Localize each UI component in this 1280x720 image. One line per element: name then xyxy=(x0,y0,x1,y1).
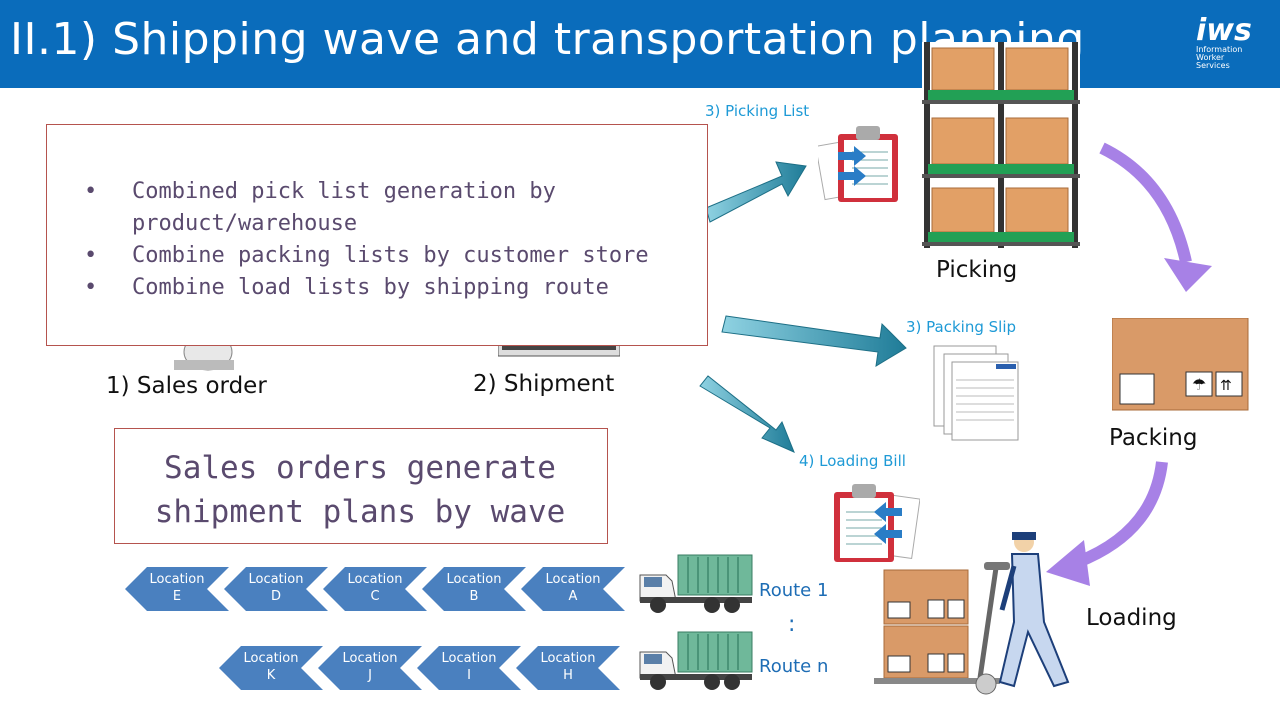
packing-box-icon: ☂ ⇈ xyxy=(1112,318,1249,411)
shipment-label: 2) Shipment xyxy=(473,371,615,397)
wave-box xyxy=(114,428,608,544)
packing-slip-label: 3) Packing Slip xyxy=(906,318,1017,336)
picking-list-label: 3) Picking List xyxy=(705,102,810,120)
logo-line3: Services xyxy=(1196,61,1230,70)
bullet-list: •Combined pick list generation by produc… xyxy=(84,176,649,304)
truck-icon xyxy=(639,554,753,613)
logo-line1: Information xyxy=(1196,45,1243,54)
arrow-picking-to-packing xyxy=(1099,142,1212,292)
svg-text:☂: ☂ xyxy=(1192,375,1206,394)
arrow-to-packing-slip xyxy=(721,315,907,367)
packing-label: Packing xyxy=(1109,425,1198,451)
iws-logo: iws Information Worker Services xyxy=(1196,16,1256,86)
logo-line2: Worker xyxy=(1196,53,1225,62)
bullet-item: •Combine packing lists by customer store xyxy=(84,243,649,268)
warehouse-rack-icon xyxy=(922,42,1080,248)
arrow-to-picking-list xyxy=(705,161,807,223)
bullet-item: •Combined pick list generation by xyxy=(84,179,556,204)
loading-bill-label: 4) Loading Bill xyxy=(799,452,906,470)
wave-text: Sales orders generate shipment plans by … xyxy=(114,446,606,534)
wave-line1: Sales orders generate xyxy=(164,450,556,486)
wave-line2: shipment plans by wave xyxy=(154,494,566,530)
route-n-label: Route n xyxy=(759,656,829,677)
bullet-box xyxy=(46,124,708,346)
arrow-packing-to-loading xyxy=(1046,461,1168,586)
route-1-label: Route 1 xyxy=(759,580,829,601)
worker-pallet-jack-icon xyxy=(874,532,1070,695)
bullet-item-cont: product/warehouse xyxy=(132,211,358,236)
truck-icon xyxy=(639,631,753,690)
slide-title: II.1) Shipping wave and transportation p… xyxy=(10,14,1085,65)
svg-text:⇈: ⇈ xyxy=(1220,378,1232,394)
clipboard-icon xyxy=(834,484,920,562)
clipboard-icon xyxy=(818,126,898,202)
document-stack-icon xyxy=(933,345,1019,441)
bullet-item: •Combine load lists by shipping route xyxy=(84,275,609,300)
route-ellipsis: : xyxy=(788,612,796,637)
sales-order-label: 1) Sales order xyxy=(106,373,267,399)
loading-label: Loading xyxy=(1086,605,1177,631)
arrow-to-loading-bill xyxy=(699,375,795,453)
picking-label: Picking xyxy=(936,257,1018,283)
logo-brand: iws xyxy=(1196,13,1252,48)
